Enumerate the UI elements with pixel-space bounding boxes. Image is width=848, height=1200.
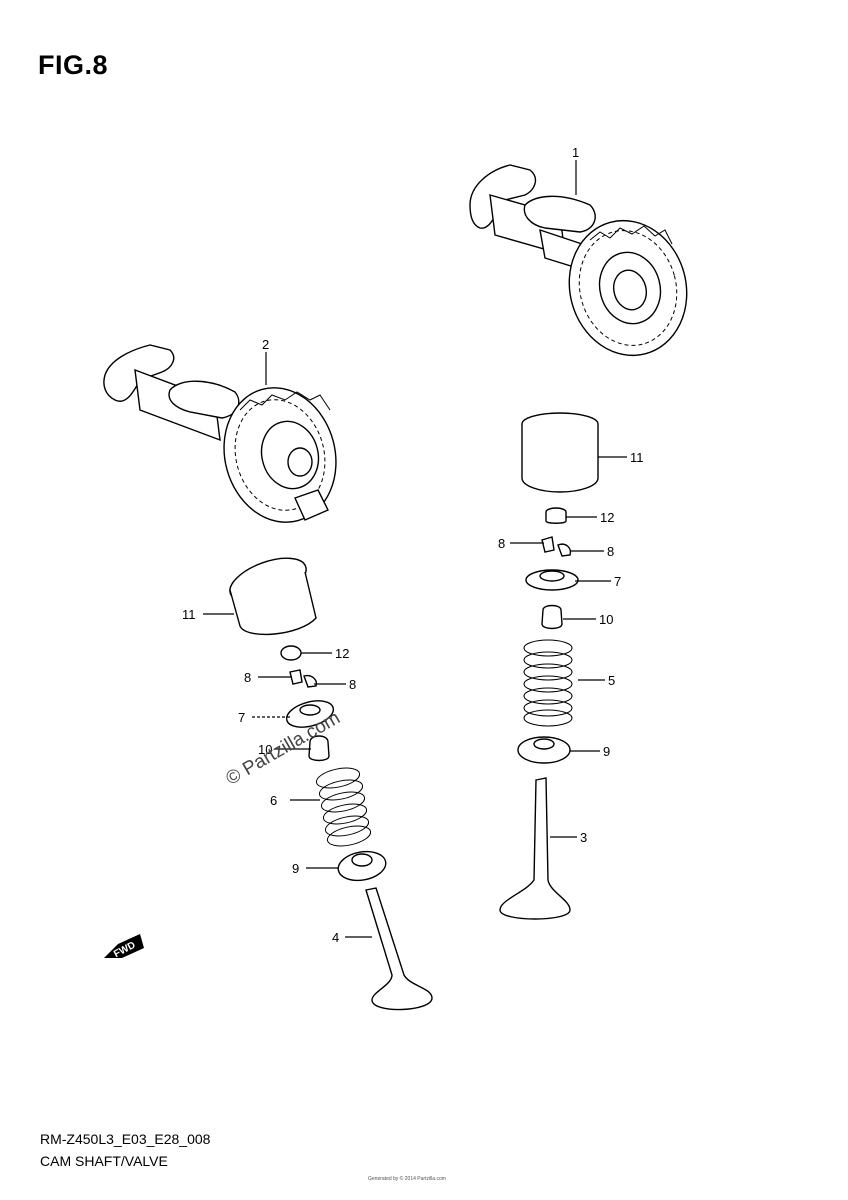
- callout-7-right: 7: [614, 574, 621, 589]
- stem-seal-left[interactable]: [308, 735, 330, 762]
- shim-right[interactable]: [545, 507, 567, 524]
- shim-left[interactable]: [280, 645, 302, 661]
- callout-3: 3: [580, 830, 587, 845]
- callout-9-left: 9: [292, 861, 299, 876]
- figure-label: FIG.8: [38, 50, 109, 80]
- callout-8-left-a: 8: [244, 670, 251, 685]
- callout-2: 2: [262, 337, 269, 352]
- retainer-left[interactable]: [284, 696, 337, 732]
- diagram-caption: CAM SHAFT/VALVE: [40, 1153, 168, 1169]
- callout-10-right: 10: [599, 612, 613, 627]
- callout-11-right: 11: [630, 450, 644, 465]
- leader-lines: [203, 160, 627, 938]
- spring-seat-right[interactable]: [517, 736, 571, 764]
- callout-9-right: 9: [603, 744, 610, 759]
- camshaft-exhaust[interactable]: [469, 164, 702, 369]
- callout-10-left: 10: [258, 742, 272, 757]
- callout-8-right-a: 8: [498, 536, 505, 551]
- callout-4: 4: [332, 930, 339, 945]
- tappet-right[interactable]: [521, 412, 599, 493]
- callout-11-left: 11: [182, 607, 196, 622]
- camshaft-intake[interactable]: [103, 344, 351, 535]
- forward-arrow-icon: FWD: [104, 934, 144, 960]
- callout-12-left: 12: [335, 646, 349, 661]
- valve-exhaust[interactable]: [499, 777, 571, 920]
- callout-6: 6: [270, 793, 277, 808]
- footer-note: Generated by © 2014 Partzilla.com: [368, 1176, 446, 1182]
- retainer-right[interactable]: [525, 569, 579, 591]
- spring-right[interactable]: [523, 639, 573, 727]
- spring-seat-left[interactable]: [336, 848, 388, 884]
- callout-8-left-b: 8: [349, 677, 356, 692]
- stem-seal-right[interactable]: [541, 604, 563, 630]
- callout-1: 1: [572, 145, 579, 160]
- model-code: RM-Z450L3_E03_E28_008: [40, 1131, 211, 1147]
- tappet-left[interactable]: [224, 549, 317, 636]
- cotters-right[interactable]: [541, 536, 572, 557]
- spring-left[interactable]: [315, 765, 373, 850]
- callout-12-right: 12: [600, 510, 614, 525]
- callout-labels: 1 2 3 4 5 6 7 7 8 8 8 8 9 9 10 10 11 11 …: [182, 145, 644, 945]
- callout-8-right-b: 8: [607, 544, 614, 559]
- cotters-left[interactable]: [289, 669, 318, 688]
- forward-arrow-text: FWD: [112, 940, 137, 960]
- callout-5: 5: [608, 673, 615, 688]
- callout-7-left: 7: [238, 710, 245, 725]
- valve-intake[interactable]: [365, 887, 433, 1011]
